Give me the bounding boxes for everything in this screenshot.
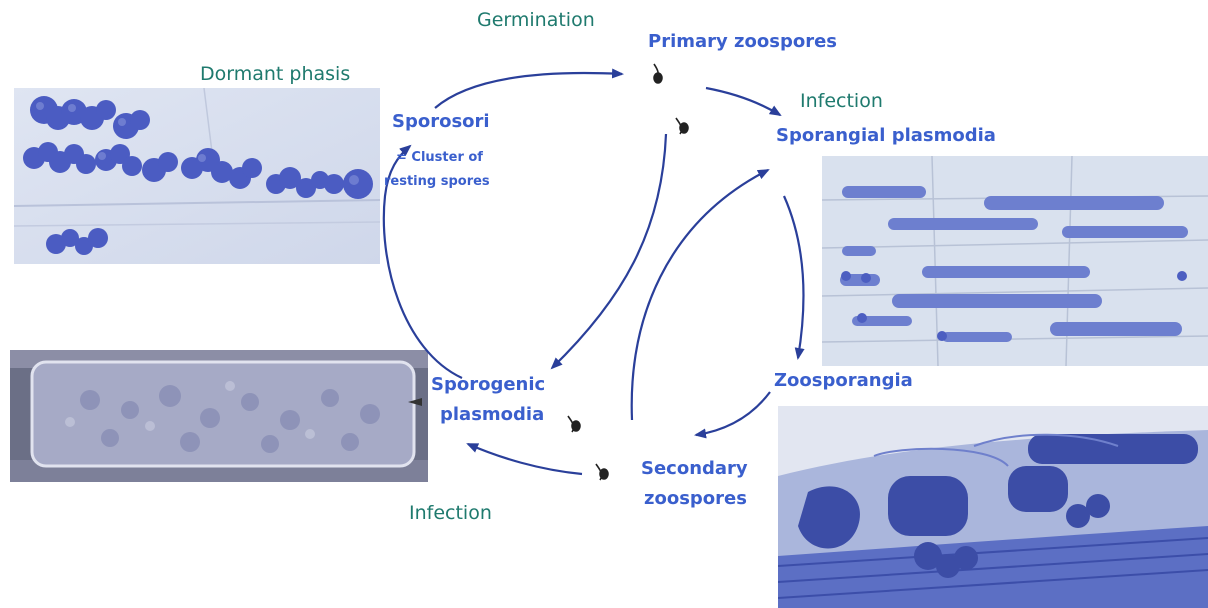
zoospore-icon	[568, 416, 580, 432]
arrow-secondary-to-sporogenic	[468, 444, 582, 474]
sporosori-note-line2: resting spores	[384, 174, 490, 190]
arrow-secondary-infection	[632, 170, 768, 420]
secondary-zoospores-label-line1: Secondary	[641, 458, 748, 480]
sporogenic-plasmodia-label-line2: plasmodia	[440, 404, 544, 426]
zoospore-icon	[654, 64, 662, 83]
sporangial-plasmodia-label: Sporangial plasmodia	[776, 125, 996, 147]
sporogenic-plasmodia-label-line1: Sporogenic	[431, 374, 545, 396]
arrow-plasmodia-to-zoosporangia	[784, 196, 803, 358]
phase-germination-label: Germination	[477, 9, 595, 32]
phase-infection-primary-label: Infection	[800, 90, 883, 113]
arrow-primary-to-sporogenic	[552, 134, 666, 368]
primary-zoospores-label: Primary zoospores	[648, 31, 837, 53]
phase-infection-secondary-label: Infection	[409, 502, 492, 525]
zoospore-icon	[676, 118, 688, 134]
arrow-germination	[435, 73, 622, 108]
zoosporangia-label: Zoosporangia	[774, 370, 913, 392]
secondary-zoospores-label-line2: zoospores	[644, 488, 747, 510]
arrow-zoosporangia-to-secondary	[696, 392, 770, 435]
sporosori-note-line1: = Cluster of	[396, 150, 483, 166]
arrow-primary-infection	[706, 88, 780, 115]
phase-dormant-label: Dormant phasis	[200, 63, 350, 86]
sporosori-label: Sporosori	[392, 111, 490, 133]
zoospore-icon	[596, 464, 608, 480]
